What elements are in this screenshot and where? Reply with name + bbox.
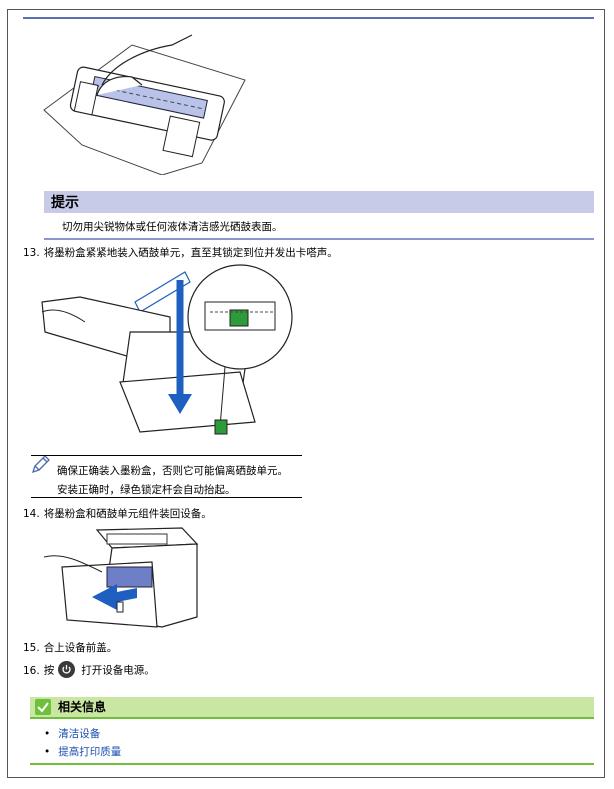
- printer-install-illustration: [43, 527, 199, 628]
- step-16: 16.按 打开设备电源。: [23, 661, 155, 679]
- related-header-bar: [30, 697, 594, 717]
- power-button-icon: [58, 661, 76, 678]
- step-text: 将墨粉盒和硒鼓单元组件装回设备。: [43, 508, 212, 520]
- step-number: 14.: [23, 508, 40, 520]
- related-link-clean-device[interactable]: 清洁设备: [58, 728, 101, 740]
- step-text: 合上设备前盖。: [43, 642, 118, 654]
- step-text-after: 打开设备电源。: [81, 664, 155, 677]
- related-title: 相关信息: [58, 700, 107, 714]
- related-link-item[interactable]: • 提高打印质量: [44, 744, 121, 759]
- pencil-icon: [31, 455, 50, 474]
- related-bottom-rule: [30, 763, 594, 765]
- related-link-item[interactable]: • 清洁设备: [44, 726, 100, 741]
- step-number: 15.: [23, 642, 40, 654]
- top-rule: [23, 17, 594, 19]
- step-number: 13.: [23, 247, 40, 259]
- bullet: •: [44, 746, 51, 758]
- bullet: •: [44, 728, 51, 740]
- step-15: 15.合上设备前盖。: [23, 640, 117, 655]
- drum-cleaning-illustration: [43, 34, 246, 175]
- toner-insert-illustration: [41, 264, 293, 435]
- step-13: 13.将墨粉盒紧紧地装入硒鼓单元，直至其锁定到位并发出卡嗒声。: [23, 245, 338, 260]
- note-top-rule: [31, 455, 302, 456]
- related-link-improve-print-quality[interactable]: 提高打印质量: [58, 746, 122, 758]
- step-text: 将墨粉盒紧紧地装入硒鼓单元，直至其锁定到位并发出卡嗒声。: [43, 247, 338, 259]
- note-line-2: 安装正确时，绿色锁定杆会自动抬起。: [57, 484, 236, 496]
- tip-header-bar: [44, 191, 594, 213]
- tip-title: 提示: [51, 195, 79, 211]
- tip-text: 切勿用尖锐物体或任何液体清洁感光硒鼓表面。: [62, 221, 283, 233]
- note-line-1: 确保正确装入墨粉盒，否则它可能偏离硒鼓单元。: [57, 465, 288, 477]
- page-frame: [7, 9, 605, 778]
- step-number: 16.: [23, 664, 40, 677]
- step-14: 14.将墨粉盒和硒鼓单元组件装回设备。: [23, 506, 212, 521]
- related-header-rule: [30, 717, 594, 719]
- tip-bottom-rule: [44, 238, 594, 240]
- step-text-before: 按: [43, 664, 55, 677]
- note-bottom-rule: [31, 497, 302, 498]
- checkmark-icon: [35, 699, 51, 715]
